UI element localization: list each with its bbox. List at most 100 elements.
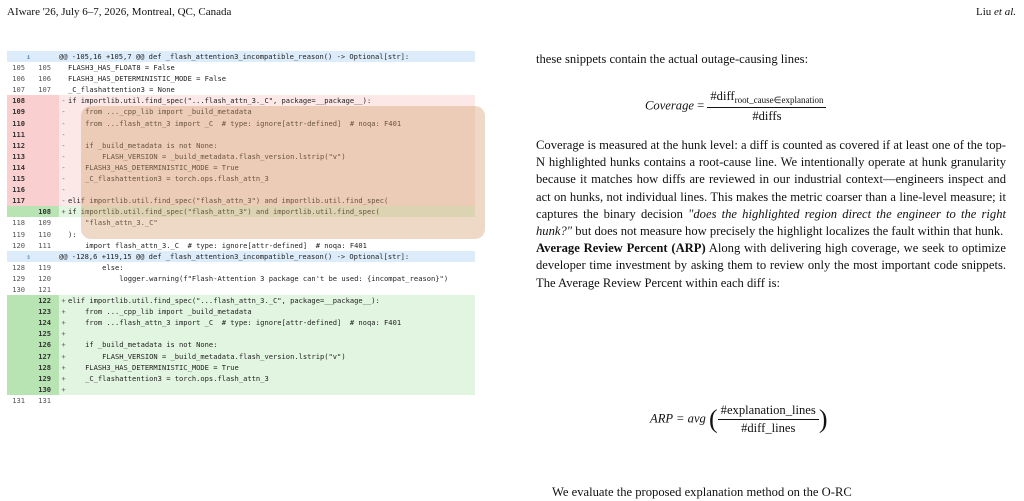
diff-line-add: 126+ if _build_metadata is not None: (7, 339, 475, 351)
author-name: Liu (975, 6, 992, 18)
coverage-equation: Coverage = #diffroot_cause∈explanation #… (645, 89, 827, 124)
code-text: from ..._cpp_lib import _build_metadata (68, 307, 252, 317)
code-text: if importlib.util.find_spec("...flash_at… (68, 96, 372, 106)
code-text: if _build_metadata is not None: (68, 340, 218, 350)
diff-line-del: 113- FLASH_VERSION = _build_metadata.fla… (7, 150, 475, 162)
coverage-subscript: root_cause∈explanation (734, 95, 824, 105)
old-line-number: 112 (7, 139, 33, 151)
change-marker: + (61, 329, 66, 339)
running-header-venue: AIware '26, July 6–7, 2026, Montreal, QC… (7, 6, 232, 18)
new-line-number (33, 128, 59, 140)
new-line-number: 109 (38, 218, 51, 228)
change-marker: - (61, 107, 66, 117)
new-line-number: 119 (38, 262, 51, 272)
diff-line-add: 122+elif importlib.util.find_spec("...fl… (7, 295, 475, 307)
new-line-number: 111 (38, 240, 51, 250)
new-line-number: 121 (38, 284, 51, 294)
coverage-description-end: but does not measure how precisely the h… (575, 224, 1004, 239)
old-line-number (7, 328, 33, 340)
code-text (68, 384, 475, 395)
old-line-number: 130 (12, 284, 25, 294)
diff-line-del: 112- if _build_metadata is not None: (7, 139, 475, 151)
old-line-number: 129 (12, 273, 25, 283)
new-line-number: 107 (38, 85, 51, 95)
code-text: from ..._cpp_lib import _build_metadata (68, 107, 252, 117)
new-line-number: 123 (33, 306, 59, 318)
change-marker: - (61, 140, 66, 150)
change-marker: - (61, 96, 66, 106)
old-line-number (7, 206, 33, 218)
change-marker: + (61, 384, 66, 394)
new-line-number: 106 (38, 74, 51, 84)
arp-heading: Average Review Percent (ARP) (536, 241, 706, 256)
diff-line-del: 114- FLASH3_HAS_DETERMINISTIC_MODE = Tru… (7, 161, 475, 174)
old-line-number: 105 (12, 63, 25, 73)
old-line-number: 111 (7, 128, 33, 140)
code-text: FLASH_VERSION = _build_metadata.flash_ve… (68, 351, 346, 361)
old-line-number: 107 (12, 85, 25, 95)
change-marker: - (61, 196, 66, 206)
old-line-number: 108 (7, 95, 33, 107)
change-marker (59, 84, 68, 95)
code-text: FLASH3_HAS_FLOAT8 = False (68, 63, 175, 73)
arp-numerator: #explanation_lines (717, 403, 819, 420)
old-line-number: 119 (12, 229, 25, 239)
arp-equation: ARP = avg ( #explanation_lines #diff_lin… (650, 403, 828, 435)
coverage-numerator: #diff (710, 89, 735, 103)
code-text (68, 129, 475, 140)
code-text: import flash_attn_3._C # type: ignore[at… (68, 240, 367, 250)
new-line-number: 128 (33, 361, 59, 373)
code-text: _C_flashattention3 = None (68, 85, 175, 95)
diff-line-del: 117 -elif importlib.util.find_spec("flash… (7, 195, 475, 207)
code-text: from ...flash_attn_3 import _C # type: i… (68, 318, 402, 328)
change-marker: - (61, 118, 66, 128)
change-marker: - (61, 151, 66, 161)
hunk-header-text: @@ -105,16 +105,7 @@ def _flash_attentio… (59, 52, 410, 61)
change-marker: - (61, 162, 66, 172)
running-header-authors: Liu et al. (976, 6, 1016, 18)
diff-line-del: 108 -if importlib.util.find_spec("...flas… (7, 95, 475, 107)
change-marker: + (61, 318, 66, 328)
change-marker: + (61, 362, 66, 372)
new-line-number: 124 (33, 317, 59, 329)
new-line-number: 122 (33, 295, 59, 307)
diff-line-add: 124+ from ...flash_attn_3 import _C # ty… (7, 317, 475, 329)
old-line-number: 117 (7, 195, 33, 207)
coverage-description: Coverage is measured at the hunk level: … (536, 138, 1006, 221)
arp-denominator: #diff_lines (741, 421, 796, 435)
new-line-number: 108 (33, 206, 59, 218)
new-line-number (33, 161, 59, 174)
change-marker: - (61, 185, 66, 195)
diff-line-ctx: 130 121 (7, 283, 475, 296)
diff-line-add: 125+ (7, 328, 475, 340)
change-marker (59, 284, 68, 295)
new-line-number: 131 (38, 395, 51, 405)
new-line-number (33, 139, 59, 151)
code-text (68, 395, 475, 406)
coverage-quote: "does the highlighted region direct the … (536, 206, 1006, 239)
change-marker (59, 217, 68, 228)
diff-line-del: 115- _C_flashattention3 = torch.ops.flas… (7, 173, 475, 185)
old-line-number: 106 (12, 74, 25, 84)
code-text: else: (68, 262, 124, 272)
change-marker: + (61, 207, 66, 217)
coverage-paragraph: Coverage is measured at the hunk level: … (536, 137, 1006, 292)
code-text: if importlib.util.find_spec("flash_attn_… (68, 207, 380, 217)
expand-up-icon[interactable]: ↥ (26, 52, 31, 61)
expand-both-icon[interactable]: ⇕ (26, 251, 31, 261)
new-line-number: 127 (33, 350, 59, 362)
paper-text-column: these snippets contain the actual outage… (536, 51, 1006, 68)
change-marker (59, 229, 68, 240)
diff-line-add: 128+ FLASH3_HAS_DETERMINISTIC_MODE = Tru… (7, 361, 475, 373)
old-line-number (7, 372, 33, 384)
old-line-number (7, 317, 33, 329)
code-text: ): (68, 229, 77, 239)
code-text: "flash_attn_3._C" (68, 218, 158, 228)
old-line-number: 109 (7, 106, 33, 118)
new-line-number: 125 (33, 328, 59, 340)
code-text: elif importlib.util.find_spec("flash_att… (68, 196, 389, 206)
